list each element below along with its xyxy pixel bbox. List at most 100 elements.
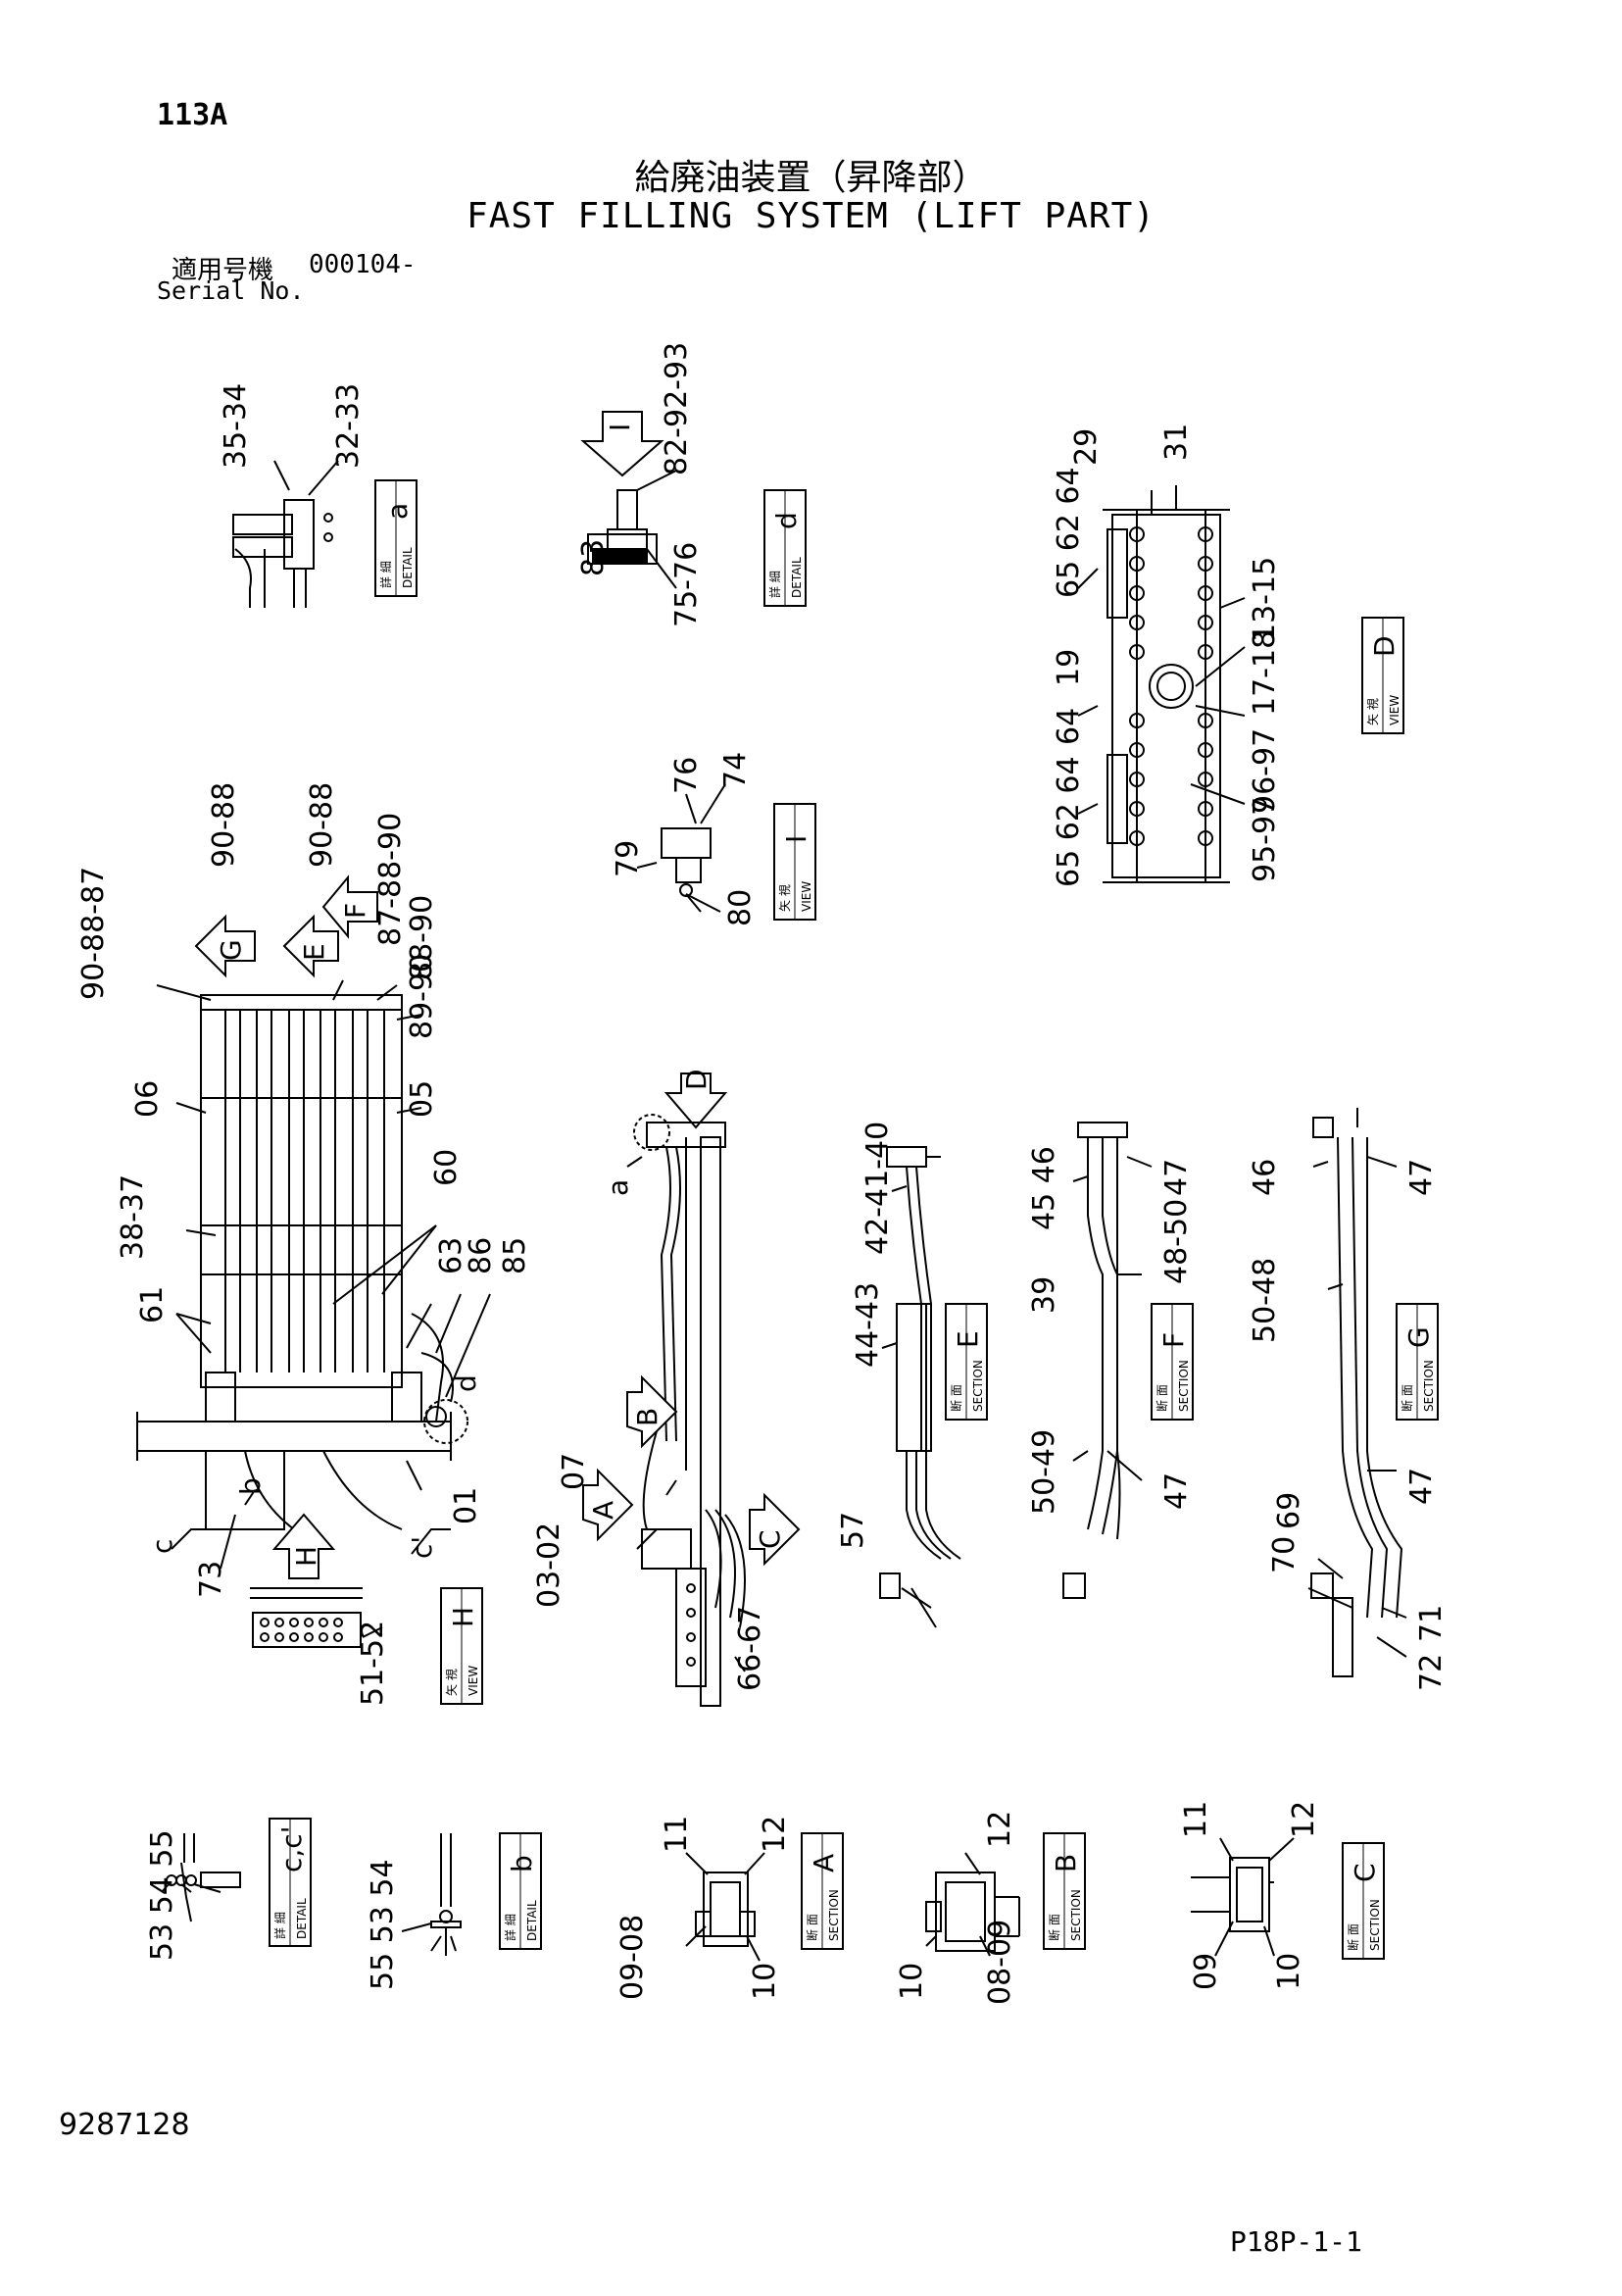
label-83: 83	[576, 539, 611, 576]
label-76-view-i: 76	[669, 757, 704, 794]
label-44-43: 44-43	[851, 1282, 885, 1368]
label-38-37: 38-37	[116, 1174, 150, 1260]
callout-detail-b: 詳 細 DETAIL b	[499, 1832, 542, 1950]
label-19: 19	[1052, 649, 1086, 686]
view-arrow-i: I	[604, 424, 636, 431]
label-45-46: 45 46	[1027, 1146, 1061, 1230]
label-31: 31	[1159, 424, 1194, 461]
view-arrow-f: F	[339, 903, 371, 919]
callout-section-b-letter: B	[1050, 1854, 1082, 1872]
label-74: 74	[718, 752, 753, 789]
label-51-52: 51-52	[356, 1621, 390, 1706]
label-86: 86	[464, 1237, 498, 1274]
label-63: 63	[434, 1237, 468, 1274]
callout-detail-d: 詳 細 DETAIL d	[763, 489, 807, 607]
callout-section-a-en: SECTION	[827, 1889, 841, 1941]
label-10-section-b: 10	[895, 1963, 929, 2000]
label-90-88-87: 90-88-87	[76, 867, 111, 1000]
callout-section-c-en: SECTION	[1368, 1899, 1382, 1951]
callout-detail-d-jp: 詳 細	[767, 571, 782, 598]
callout-section-c: 断 面 SECTION C	[1342, 1842, 1385, 1960]
main-assembly-drawing	[136, 979, 491, 1570]
callout-section-a: 断 面 SECTION A	[801, 1832, 844, 1950]
label-96-97: 96-97	[1248, 728, 1282, 814]
label-70: 70	[1267, 1536, 1302, 1573]
label-06: 06	[130, 1080, 165, 1118]
callout-section-f-jp: 断 面	[1155, 1384, 1169, 1412]
callout-section-e: 断 面 SECTION E	[945, 1303, 988, 1421]
label-65-62-64-lower: 65 62 64	[1052, 756, 1086, 887]
page-reference: P18P-1-1	[1230, 2225, 1362, 2258]
title-japanese: 給廃油装置（昇降部）	[634, 158, 988, 198]
callout-view-h: 矢 視 VIEW H	[440, 1587, 483, 1705]
callout-view-d-jp: 矢 視	[1365, 698, 1380, 725]
label-71: 71	[1414, 1605, 1449, 1642]
serial-value: 000104-	[309, 250, 417, 279]
callout-section-f-en: SECTION	[1177, 1360, 1191, 1412]
label-11-section-a: 11	[660, 1816, 694, 1853]
label-09-section-c: 09	[1189, 1953, 1223, 1990]
callout-section-b-en: SECTION	[1069, 1889, 1083, 1941]
callout-section-c-letter: C	[1349, 1863, 1381, 1882]
callout-section-b: 断 面 SECTION B	[1043, 1832, 1086, 1950]
callout-view-d-letter: D	[1368, 635, 1401, 657]
callout-detail-a: 詳 細 DETAIL a	[374, 479, 418, 597]
callout-section-g-jp: 断 面	[1400, 1384, 1414, 1412]
detail-a-drawing	[232, 460, 339, 608]
callout-view-d: 矢 視 VIEW D	[1361, 617, 1404, 734]
callout-section-e-jp: 断 面	[949, 1384, 963, 1412]
label-73: 73	[194, 1561, 228, 1598]
callout-section-g: 断 面 SECTION G	[1396, 1303, 1439, 1421]
callout-view-h-letter: H	[447, 1607, 479, 1627]
label-88-90: 88-90	[405, 895, 439, 980]
label-87-88-90: 87-88-90	[373, 813, 408, 946]
callout-detail-cc-jp: 詳 細	[272, 1912, 287, 1939]
view-arrows-bac	[582, 1374, 801, 1567]
label-53-54-55-cc: 53 54 55	[145, 1829, 179, 1961]
detail-cc-drawing	[161, 1833, 241, 1922]
callout-section-b-jp: 断 面	[1047, 1914, 1061, 1941]
label-50-48: 50-48	[1248, 1258, 1282, 1343]
callout-section-a-jp: 断 面	[805, 1914, 819, 1941]
callout-detail-a-jp: 詳 細	[378, 561, 393, 588]
label-12-section-a: 12	[758, 1816, 792, 1853]
view-arrow-h: H	[290, 1546, 322, 1567]
label-66-67: 66-67	[733, 1606, 767, 1691]
label-90-88-right: 90-88	[305, 782, 339, 868]
label-65-62-64-upper: 65 62 64	[1052, 467, 1086, 598]
label-29: 29	[1069, 428, 1104, 466]
callout-detail-a-letter: a	[381, 503, 414, 520]
view-arrow-d-shape	[664, 1073, 728, 1129]
callout-view-d-en: VIEW	[1388, 695, 1401, 725]
label-03-02: 03-02	[532, 1522, 566, 1608]
callout-detail-b-en: DETAIL	[525, 1900, 539, 1941]
callout-detail-b-jp: 詳 細	[503, 1914, 517, 1941]
label-79: 79	[611, 840, 645, 877]
label-01: 01	[449, 1487, 483, 1524]
label-85: 85	[498, 1237, 532, 1274]
label-80: 80	[723, 889, 758, 926]
label-13-15: 13-15	[1248, 557, 1282, 642]
label-72: 72	[1414, 1654, 1449, 1691]
label-47-section-f-bottom: 47	[1159, 1472, 1194, 1510]
callout-section-f: 断 面 SECTION F	[1151, 1303, 1194, 1421]
callout-detail-cc-letter: c,c'	[275, 1826, 308, 1872]
callout-detail-d-letter: d	[770, 512, 803, 529]
label-10-section-c: 10	[1272, 1953, 1306, 1990]
label-17-18: 17-18	[1248, 630, 1282, 716]
detail-ref-c: c	[146, 1539, 178, 1554]
view-arrow-d: D	[680, 1069, 713, 1090]
view-arrow-c: C	[754, 1529, 786, 1549]
callout-section-c-jp: 断 面	[1346, 1923, 1360, 1951]
detail-b-drawing	[401, 1833, 462, 1956]
label-07: 07	[557, 1453, 591, 1490]
label-12-section-b: 12	[983, 1811, 1017, 1848]
label-47-section-g-top: 47	[1404, 1159, 1439, 1196]
serial-label-english: Serial No.	[157, 276, 305, 305]
label-90-88-left: 90-88	[207, 782, 241, 868]
detail-ref-a: a	[602, 1179, 634, 1196]
label-95-97: 95-97	[1248, 797, 1282, 882]
label-61: 61	[135, 1286, 170, 1323]
label-39: 39	[1027, 1276, 1061, 1314]
section-f-drawing	[1062, 1122, 1153, 1599]
